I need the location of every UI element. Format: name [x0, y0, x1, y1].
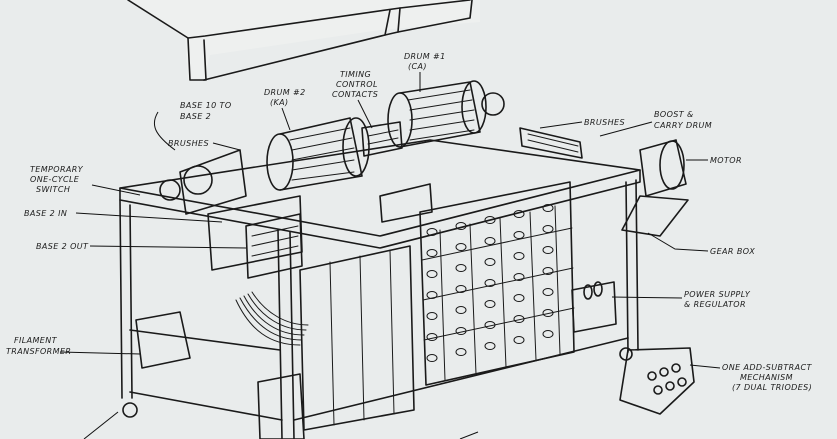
lower-cabinet: [257, 373, 305, 439]
motor: [639, 139, 687, 197]
label-drum1-line1: DRUM #1: [404, 52, 446, 61]
cable-harness: [235, 291, 309, 346]
vacuum-tube: [513, 252, 525, 260]
label-brushes-left: BRUSHES: [168, 139, 209, 148]
gear-box: [621, 195, 689, 237]
label-power-line2: & REGULATOR: [684, 300, 746, 309]
add-subtract-mechanism: [619, 347, 695, 415]
vacuum-tube: [426, 312, 438, 320]
vacuum-tube: [542, 246, 554, 254]
label-addsub-line1: ONE ADD-SUBTRACT: [722, 363, 812, 372]
vacuum-tube: [542, 204, 554, 212]
vacuum-tube: [455, 243, 467, 251]
vacuum-tube: [426, 249, 438, 257]
vacuum-tube: [455, 222, 467, 230]
vacuum-tube: [426, 354, 438, 362]
label-power-line1: POWER SUPPLY: [684, 290, 751, 299]
vacuum-tube: [426, 333, 438, 341]
vacuum-tube: [484, 216, 496, 224]
label-addsub-line3: (7 DUAL TRIODES): [732, 383, 812, 392]
label-base-2-out: BASE 2 OUT: [36, 242, 89, 251]
lower-tube-rack: [299, 245, 415, 431]
vacuum-tube: [542, 330, 554, 338]
drum-1-ca: [387, 80, 505, 148]
vacuum-tube: [484, 279, 496, 287]
label-filament-line1: FILAMENT: [14, 336, 58, 345]
label-timing-line1: TIMING: [340, 70, 371, 79]
upper-table-drawing: [127, 0, 480, 81]
label-add-subtract: ONE ADD-SUBTRACT MECHANISM (7 DUAL TRIOD…: [722, 363, 812, 392]
vacuum-tube: [484, 237, 496, 245]
power-supply: [571, 281, 617, 333]
card-reader-units: [207, 183, 433, 279]
label-filament-transformer: FILAMENT TRANSFORMER: [6, 336, 71, 356]
label-brushes-right: BRUSHES: [584, 118, 625, 127]
vacuum-tube: [455, 306, 467, 314]
drum-2-ka: [266, 117, 370, 191]
vacuum-tube: [484, 300, 496, 308]
label-boost-carry: BOOST & CARRY DRUM: [654, 110, 712, 130]
label-drum1-line2: (CA): [408, 62, 427, 71]
vacuum-tube: [542, 288, 554, 296]
vacuum-tube: [513, 336, 525, 344]
label-power-supply: POWER SUPPLY & REGULATOR: [684, 290, 751, 309]
label-addsub-line2: MECHANISM: [740, 373, 793, 382]
label-drum-2: DRUM #2 (KA): [264, 88, 306, 107]
label-timing-line3: CONTACTS: [332, 90, 378, 99]
vacuum-tube: [484, 321, 496, 329]
label-boost-line2: CARRY DRUM: [654, 121, 712, 130]
label-base-10-line2: BASE 2: [180, 112, 211, 121]
label-switch-line2: ONE-CYCLE: [30, 175, 80, 184]
vacuum-tube: [455, 327, 467, 335]
tube-grid: [426, 204, 554, 362]
vacuum-tube: [513, 294, 525, 302]
vacuum-tube: [513, 273, 525, 281]
label-timing-control: TIMING CONTROL CONTACTS: [332, 70, 378, 99]
leader-lines: [59, 72, 721, 439]
vacuum-tube: [484, 342, 496, 350]
label-boost-line1: BOOST &: [654, 110, 694, 119]
vacuum-tube: [513, 210, 525, 218]
vacuum-tube: [513, 231, 525, 239]
label-base-2-in: BASE 2 IN: [24, 209, 67, 218]
boost-carry-drum: [519, 127, 583, 159]
vacuum-tube: [542, 225, 554, 233]
vacuum-tube: [426, 270, 438, 278]
label-timing-line2: CONTROL: [336, 80, 378, 89]
machine-frame: [119, 139, 641, 439]
vacuum-tube: [455, 264, 467, 272]
label-gear-box: GEAR BOX: [710, 247, 755, 256]
label-base-10-line1: BASE 10 TO: [180, 101, 232, 110]
label-drum2-line2: (KA): [270, 98, 289, 107]
vacuum-tube: [426, 291, 438, 299]
vacuum-tube: [426, 228, 438, 236]
vacuum-tube: [455, 285, 467, 293]
vacuum-tube: [542, 267, 554, 275]
vacuum-tube: [513, 315, 525, 323]
vacuum-tube: [455, 348, 467, 356]
label-switch-line3: SWITCH: [36, 185, 70, 194]
filament-transformer: [135, 311, 191, 369]
vacuum-tube: [484, 258, 496, 266]
base-10-to-base-2-drum: [159, 149, 247, 215]
label-base-10-to-base-2: BASE 10 TO BASE 2: [180, 101, 232, 121]
timing-contacts: [361, 121, 403, 157]
label-one-cycle-switch: TEMPORARY ONE-CYCLE SWITCH: [30, 165, 84, 194]
label-motor: MOTOR: [710, 156, 742, 165]
label-drum2-line1: DRUM #2: [264, 88, 306, 97]
label-filament-line2: TRANSFORMER: [6, 347, 71, 356]
label-drum-1: DRUM #1 (CA): [404, 52, 446, 71]
vacuum-tube: [542, 309, 554, 317]
vacuum-tube-rack: [419, 181, 575, 386]
label-switch-line1: TEMPORARY: [30, 165, 84, 174]
